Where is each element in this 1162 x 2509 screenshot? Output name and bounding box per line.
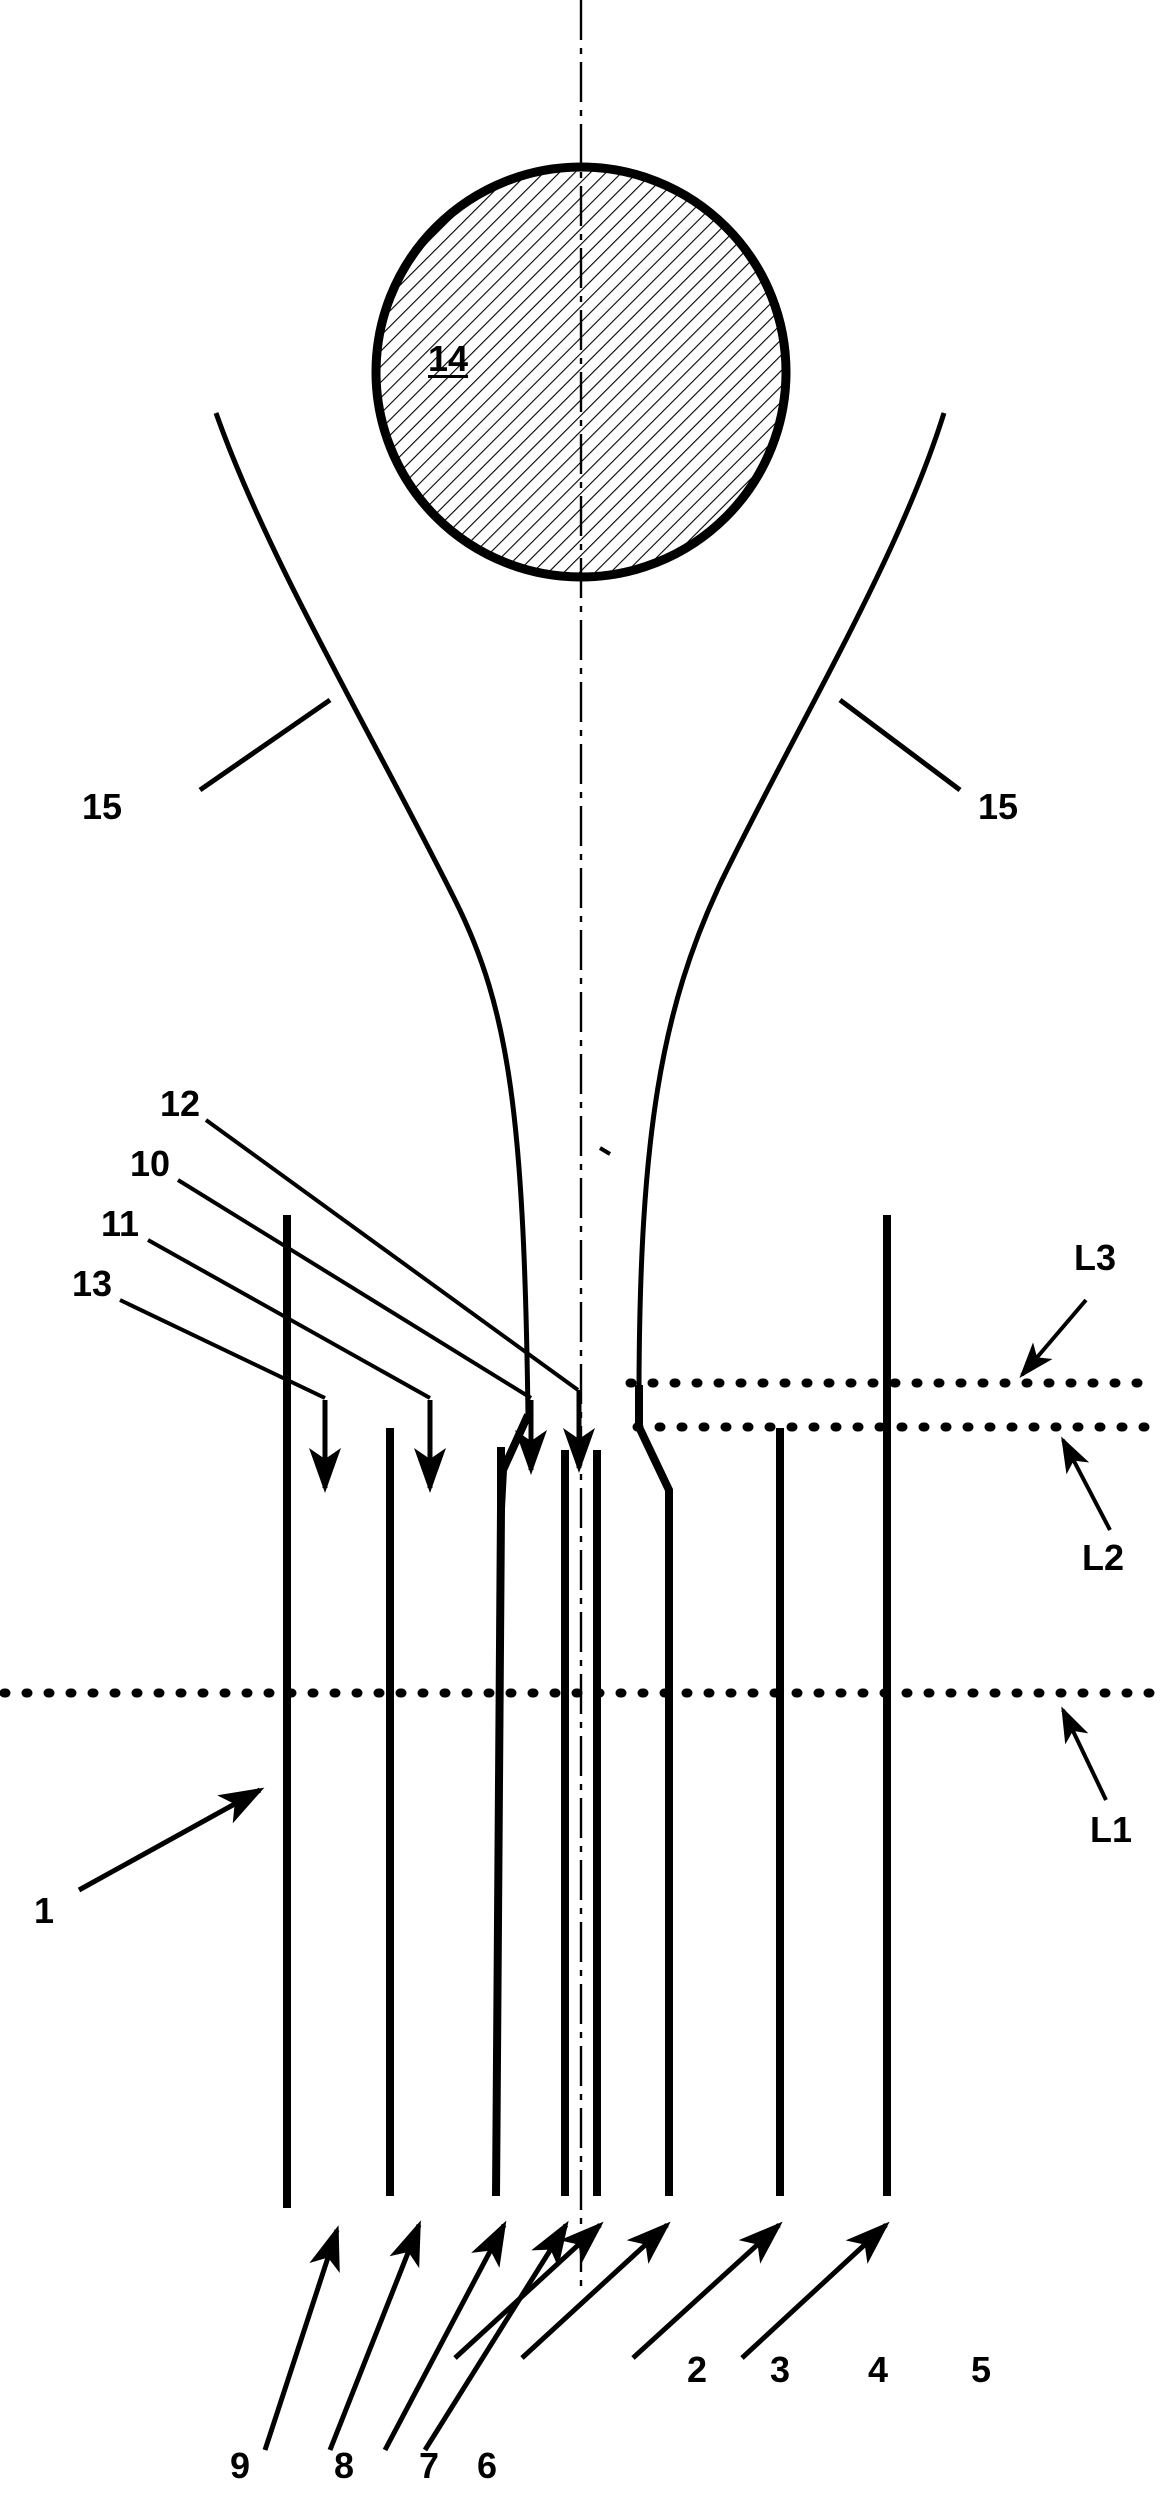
label-10: 10: [130, 1143, 171, 1184]
label-13: 13: [72, 1263, 113, 1304]
label-9: 9: [230, 2445, 251, 2486]
wall-line-7: [492, 1447, 505, 2197]
label-4: 4: [868, 2349, 889, 2390]
leader-11: [147, 1238, 431, 1400]
inlet-arrow-8: [327, 2220, 422, 2451]
label-7: 7: [419, 2445, 440, 2486]
filament-right-outline: [636, 412, 947, 1386]
leader-10: [176, 1178, 533, 1400]
leader-L1: [1061, 1706, 1108, 1801]
label-11: 11: [101, 1203, 140, 1244]
inlet-arrow-6: [422, 2220, 569, 2452]
label-14: 14: [428, 338, 469, 379]
inlet-arrow-2: [453, 2221, 604, 2360]
label-12: 12: [160, 1083, 201, 1124]
label-3: 3: [770, 2349, 791, 2390]
leader-13: [119, 1298, 326, 1400]
label-L1: L1: [1090, 1809, 1133, 1850]
leader-15-left: [198, 697, 332, 793]
leader-L2: [1061, 1436, 1112, 1531]
label-L2: L2: [1082, 1537, 1125, 1578]
leader-12: [204, 1118, 580, 1392]
leader-L3: [1019, 1298, 1088, 1379]
leader-1: [77, 1787, 265, 1893]
leader-15-right: [838, 698, 962, 792]
filament-left-outline: [213, 412, 531, 1416]
label-L3: L3: [1074, 1237, 1117, 1278]
axis-tick-mark: [598, 1146, 612, 1156]
wall-line-inner-left: [497, 1413, 532, 1509]
inlet-arrow-9: [262, 2225, 340, 2451]
label-15-right: 15: [978, 786, 1019, 827]
inlet-arrow-7: [382, 2220, 507, 2452]
label-6: 6: [477, 2445, 498, 2486]
label-15-left: 15: [82, 786, 123, 827]
label-8: 8: [334, 2445, 355, 2486]
inlet-arrow-5: [740, 2221, 890, 2360]
inlet-arrow-3: [520, 2221, 671, 2360]
label-2: 2: [687, 2349, 708, 2390]
label-1: 1: [34, 1890, 55, 1931]
inlet-arrow-4: [631, 2221, 783, 2360]
label-5: 5: [971, 2349, 992, 2390]
wall-line-inner-right: [635, 1385, 673, 1520]
